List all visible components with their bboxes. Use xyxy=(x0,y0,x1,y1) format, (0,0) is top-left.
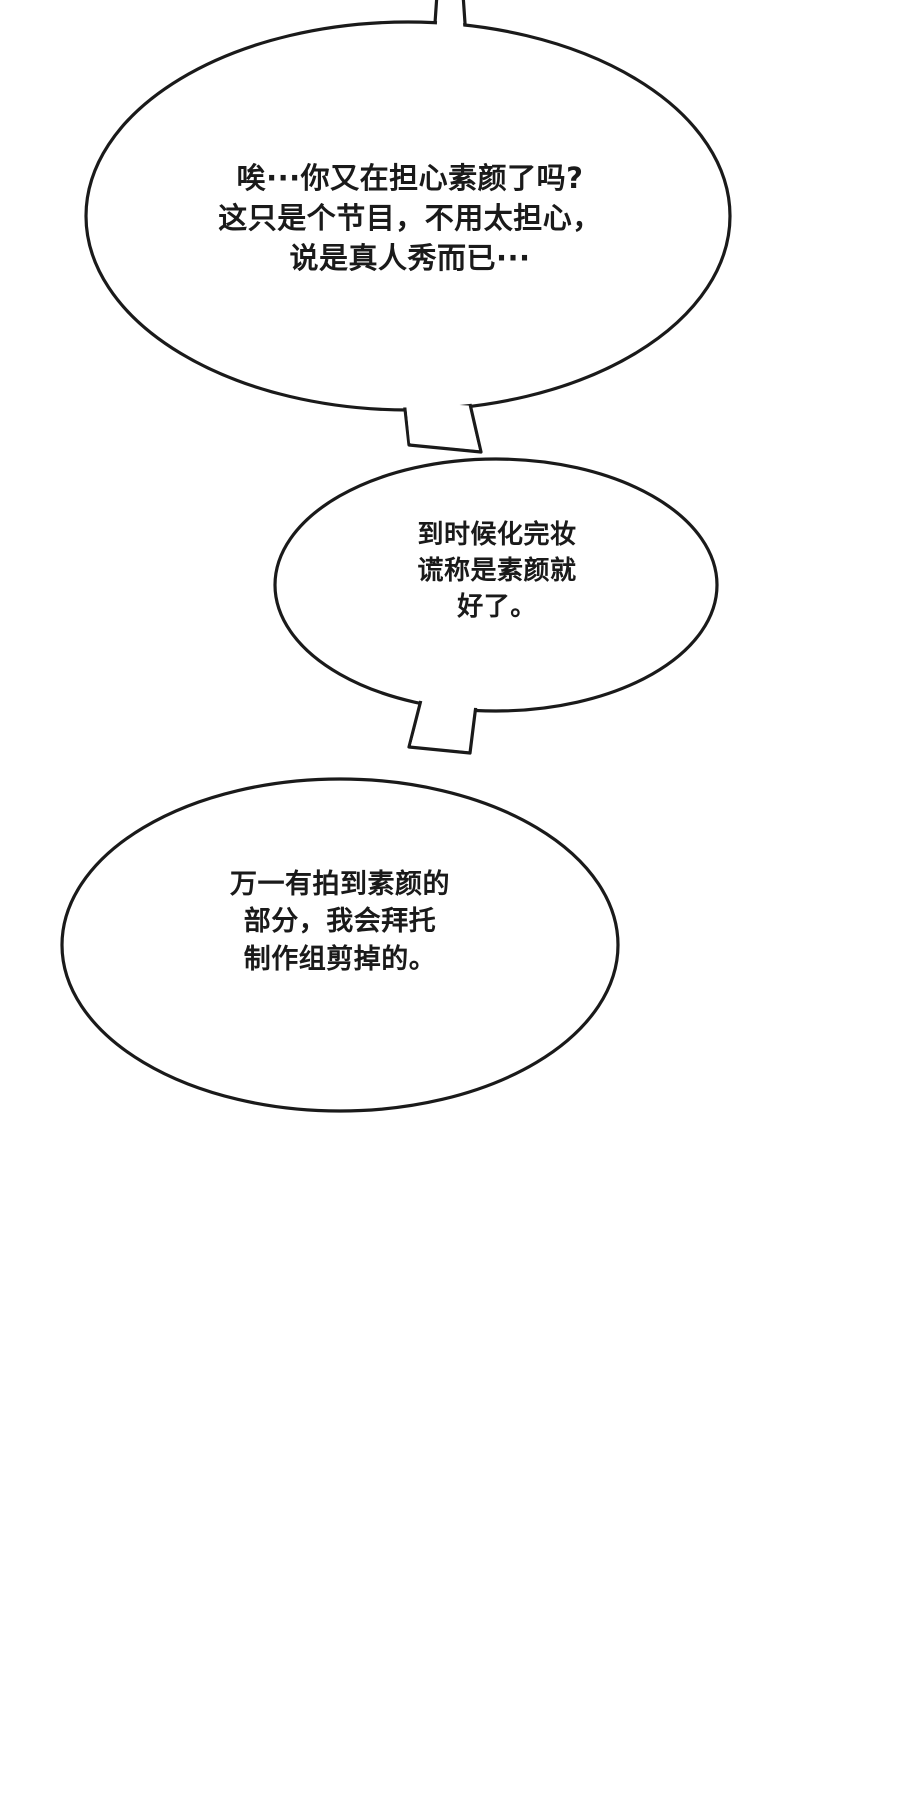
bubble-seam-masks xyxy=(64,0,728,1109)
bubble-2-dialogue: 到时候化完妆 谎称是素颜就 好了。 xyxy=(417,520,577,622)
bubble-1-dialogue: 唉···你又在担心素颜了吗? 这只是个节目，不用太担心， 说是真人秀而已··· xyxy=(218,161,602,276)
bubble-3-dialogue: 万一有拍到素颜的 部分，我会拜托 制作组剪掉的。 xyxy=(230,869,450,975)
